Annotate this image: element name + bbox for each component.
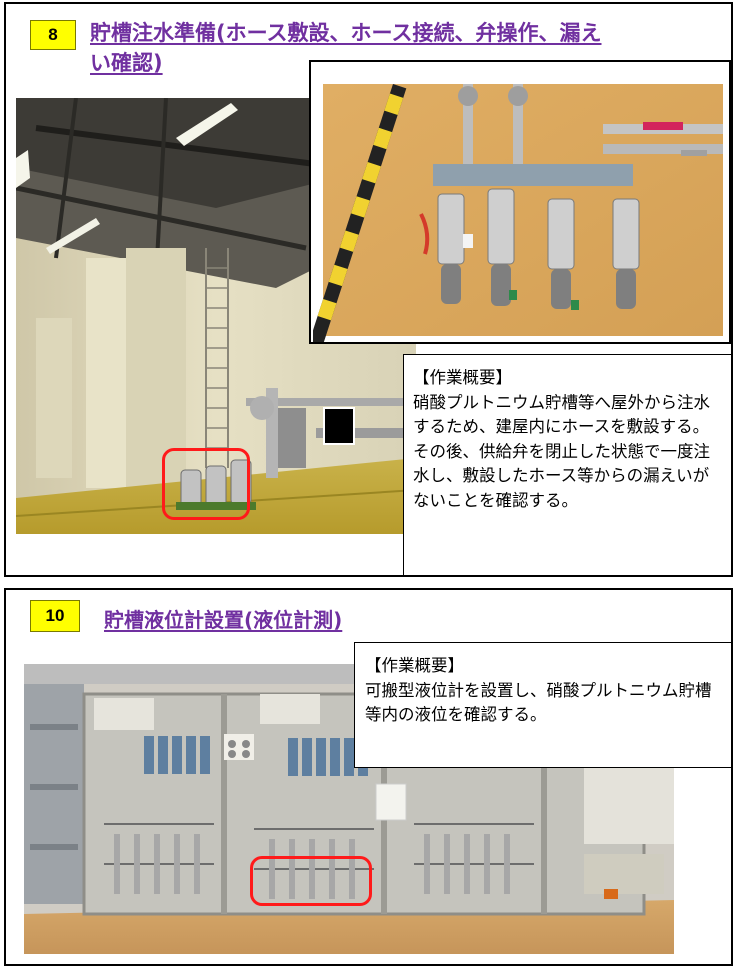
section-number-badge: 8 <box>30 20 76 50</box>
section-title-line1: 貯槽注水準備(ホース敷設、ホース接続、弁操作、漏え <box>90 21 602 45</box>
section-title: 貯槽注水準備(ホース敷設、ホース接続、弁操作、漏え い確認) <box>90 18 602 78</box>
level-gauge-highlight-box <box>250 856 372 906</box>
note-body: 可搬型液位計を設置し、硝酸プルトニウム貯槽等内の液位を確認する。 <box>365 680 712 725</box>
note-heading: 【作業概要】 <box>365 656 464 675</box>
section-title: 貯槽液位計設置(液位計測) <box>104 608 343 632</box>
work-summary-note: 【作業概要】 可搬型液位計を設置し、硝酸プルトニウム貯槽等内の液位を確認する。 <box>354 642 731 768</box>
note-body: 硝酸プルトニウム貯槽等へ屋外から注水するため、建屋内にホースを敷設する。その後、… <box>413 392 710 510</box>
section-8-panel: 8 貯槽注水準備(ホース敷設、ホース接続、弁操作、漏え い確認) <box>4 2 733 577</box>
section-10-panel: 10 貯槽液位計設置(液位計測) <box>4 588 733 966</box>
section-number-badge: 10 <box>30 600 80 632</box>
hose-connection-closeup-photo <box>309 60 731 344</box>
work-summary-note: 【作業概要】 硝酸プルトニウム貯槽等へ屋外から注水するため、建屋内にホースを敷設… <box>403 354 731 575</box>
valve-highlight-box <box>162 448 250 520</box>
note-heading: 【作業概要】 <box>413 368 512 387</box>
section-title-line2: い確認) <box>90 51 163 75</box>
